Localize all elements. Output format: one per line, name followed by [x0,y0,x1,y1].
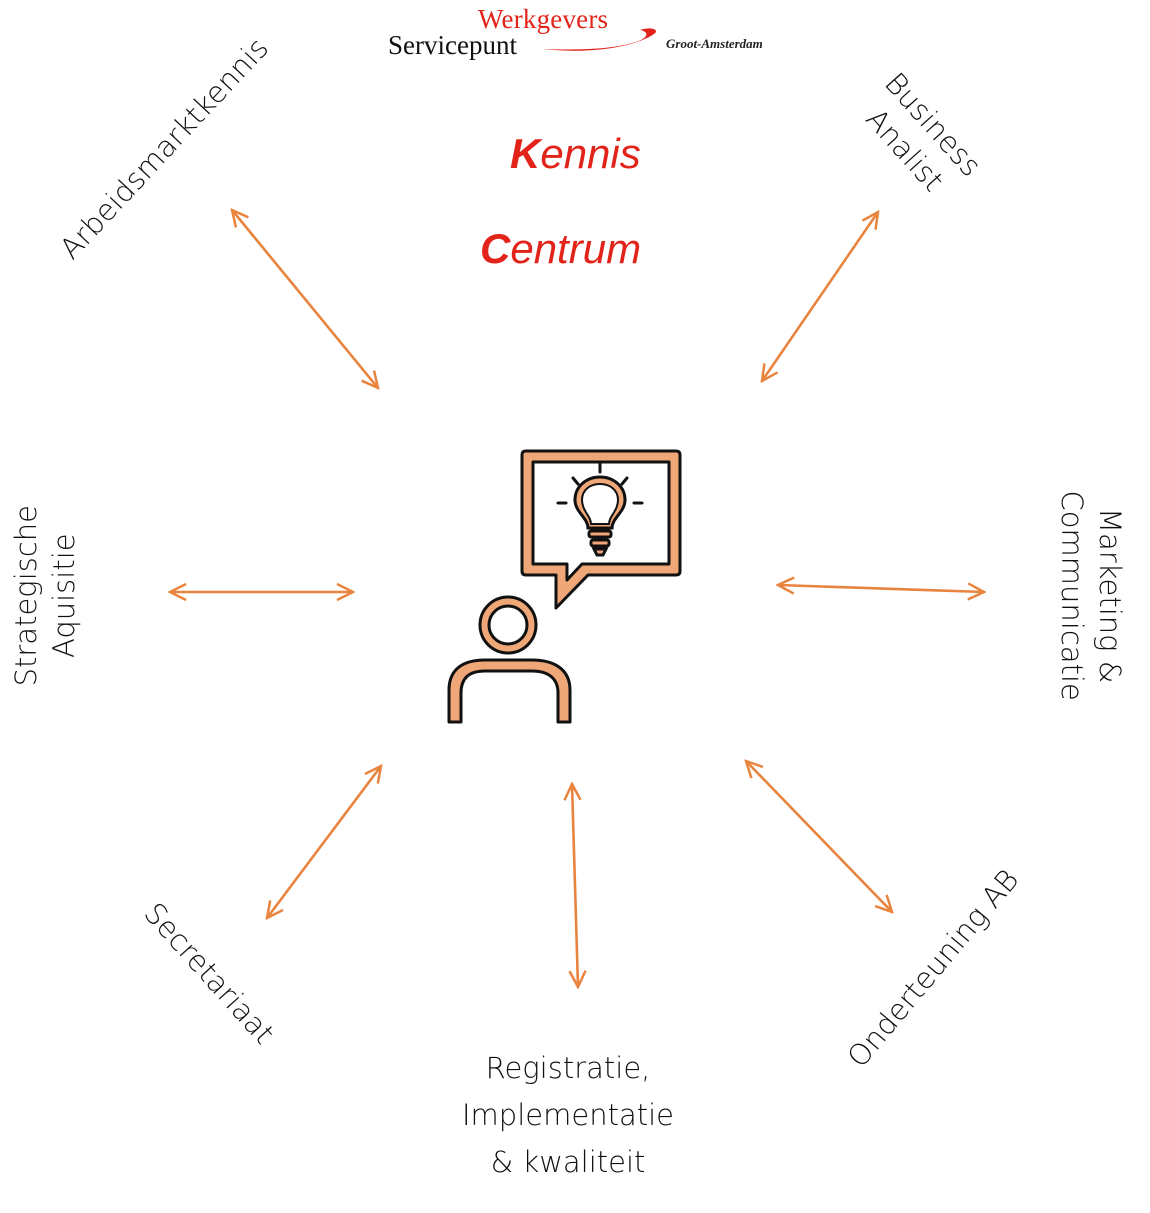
label-reg-line1: Registratie, [485,1051,651,1085]
arrow-arbeidsmarktkennis [232,210,378,388]
label-strat-line1: Strategische [9,504,44,687]
arrow-secretariaat [267,766,381,918]
label-strat-line2: Aquisitie [46,533,81,658]
title-kennis-initial: K [510,130,541,177]
logo-servicepunt-text: Servicepunt [388,30,517,60]
label-market-line2: Communicatie [1055,490,1090,701]
label-marketing-communicatie: Marketing & Communicatie [1052,491,1127,701]
label-strategische-aquisitie: Strategische Aquisitie [8,505,83,686]
title-centrum: Centrum [480,225,641,273]
logo-swoosh-icon [542,28,657,51]
lightbulb-icon [556,462,644,557]
title-centrum-rest: entrum [510,225,642,272]
logo-werkgevers-text: Werkgevers [478,4,609,34]
title-kennis: Kennis [510,130,641,178]
label-market-line1: Marketing & [1092,508,1127,684]
person-lightbulb-icon [447,449,682,724]
arrow-onderteuning [746,761,892,912]
arrow-business-analist [762,212,878,381]
title-kennis-rest: ennis [540,130,641,177]
arrow-registratie [572,784,578,987]
arrow-marketing-communicatie [778,585,984,592]
logo-region-text: Groot-Amsterdam [666,36,763,51]
title-centrum-initial: C [480,225,511,272]
label-reg-line3: & kwaliteit [490,1144,646,1179]
person-body-icon [447,658,572,724]
label-reg-line2: Implementatie [462,1097,674,1132]
label-registratie-implementatie-kwaliteit: Registratie, Implementatie & kwaliteit [448,1045,688,1186]
